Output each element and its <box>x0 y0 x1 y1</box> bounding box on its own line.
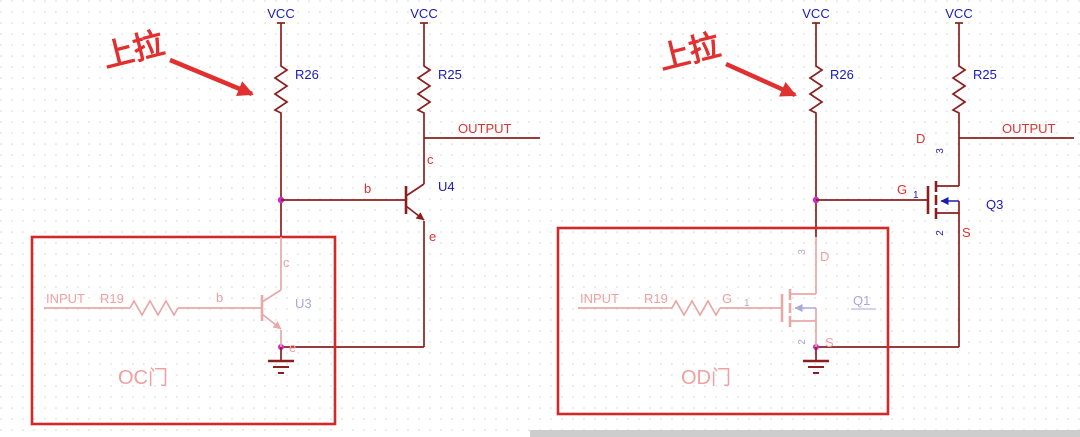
q1-ref-label: Q1 <box>853 293 870 308</box>
npn-transistor-u3 <box>260 237 282 347</box>
input-label: INPUT <box>580 291 619 306</box>
od-gate-label: OD门 <box>681 366 731 389</box>
q3-pin2-label: 2 <box>935 230 946 236</box>
output-label: OUTPUT <box>1002 121 1056 136</box>
input-label: INPUT <box>46 291 85 306</box>
resistor-r26-label: R26 <box>295 67 319 82</box>
ground-symbol <box>268 347 294 374</box>
nmos-transistor-q3 <box>926 138 960 347</box>
annotation-arrow-icon <box>169 57 254 97</box>
resistor-r25-label: R25 <box>973 67 997 82</box>
resistor-r26-symbol <box>273 62 289 118</box>
u3-ref-label: U3 <box>295 296 312 311</box>
od-gate-highlight-box <box>556 226 890 416</box>
resistor-r19-label: R19 <box>644 291 668 306</box>
q1-drain-label: D <box>820 249 829 264</box>
resistor-r25-label: R25 <box>438 67 462 82</box>
u4-emitter-arrow <box>405 205 425 221</box>
q1-gate-label: G <box>722 291 732 306</box>
q3-pin3-label: 3 <box>935 148 946 154</box>
resistor-r25-symbol <box>416 62 432 118</box>
q3-gate-label: G <box>897 182 907 197</box>
u3-emitter-label: e <box>289 340 296 355</box>
bottom-scroll-strip <box>530 430 1080 437</box>
u4-collector <box>405 183 425 197</box>
ground-symbol <box>803 347 829 374</box>
resistor-r26-symbol <box>808 62 824 118</box>
nmos-transistor-q1 <box>780 237 817 347</box>
vcc-label: VCC <box>410 6 437 21</box>
u3-collector-label: c <box>283 255 290 270</box>
q1-pin3-label: 3 <box>797 249 808 255</box>
resistor-r19-label: R19 <box>100 291 124 306</box>
resistor-r26-label: R26 <box>830 67 854 82</box>
q1-pin1-label: 1 <box>744 298 750 309</box>
od-gate-circuit: VCC R26 VCC R25 OUTPUT G 1 <box>556 6 1074 416</box>
q3-ref-label: Q3 <box>986 197 1003 212</box>
output-label: OUTPUT <box>458 121 512 136</box>
oc-gate-highlight-box <box>30 235 337 426</box>
resistor-r19-symbol <box>671 299 721 317</box>
resistor-r25-symbol <box>951 62 967 118</box>
vcc-label: VCC <box>802 6 829 21</box>
q3-source-label: S <box>962 225 971 240</box>
u3-collector <box>261 289 282 303</box>
q1-pin2-label: 2 <box>797 339 808 345</box>
u4-emitter-label: e <box>429 229 436 244</box>
u3-base-label: b <box>216 290 223 305</box>
annotation-arrow-icon <box>725 61 797 98</box>
u4-base-label: b <box>364 181 371 196</box>
u4-collector-label: c <box>427 152 434 167</box>
u4-ref-label: U4 <box>438 179 455 194</box>
vcc-label: VCC <box>945 6 972 21</box>
u3-emitter-arrow <box>261 313 282 330</box>
q3-pin1-label: 1 <box>913 190 919 201</box>
q1-source-label: S <box>825 335 834 350</box>
npn-transistor-u4 <box>404 138 425 347</box>
oc-gate-label: OC门 <box>118 366 168 389</box>
q3-drain-label: D <box>916 131 925 146</box>
vcc-label: VCC <box>267 6 294 21</box>
resistor-r19-symbol <box>129 299 179 317</box>
